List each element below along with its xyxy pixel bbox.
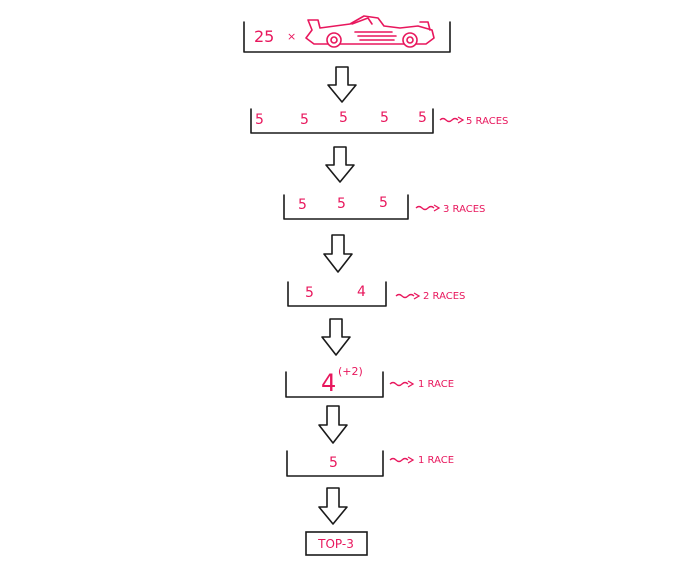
squiggle-arrow-icon	[439, 117, 459, 123]
arrowhead-icon	[457, 116, 465, 124]
result-label: TOP-3	[317, 537, 354, 551]
group-value: 5	[298, 197, 307, 213]
stage-5: 5 1 RACE	[286, 450, 454, 477]
down-arrow-icon	[321, 318, 351, 356]
down-arrow-icon	[323, 234, 353, 273]
stage-start: 25 ×	[243, 15, 451, 53]
group-value: 5	[418, 110, 427, 126]
group-value: 5	[305, 285, 314, 301]
race-count-note: 3 RACES	[443, 204, 485, 215]
multiply-sign: ×	[287, 30, 296, 43]
stage-bracket	[250, 108, 434, 134]
squiggle-arrow-icon	[389, 381, 409, 387]
stage-4: 4 (+2) 1 RACE	[285, 365, 454, 398]
stage-bracket	[283, 194, 409, 220]
group-value: 5	[329, 455, 338, 471]
race-count-note: 1 RACE	[418, 455, 454, 466]
stage-bracket	[287, 281, 387, 307]
stage-2: 5 5 5 3 RACES	[283, 194, 485, 220]
down-arrow-icon	[327, 66, 357, 103]
arrowhead-icon	[433, 204, 441, 212]
result-box: TOP-3	[305, 531, 368, 556]
stage-1: 5 5 5 5 5 5 RACES	[250, 108, 508, 134]
result-frame	[305, 531, 368, 556]
down-arrow-icon	[318, 405, 348, 444]
race-count-note: 5 RACES	[466, 116, 508, 127]
squiggle-arrow-icon	[395, 293, 415, 299]
stage-3: 5 4 2 RACES	[287, 281, 465, 307]
race-car-icon	[305, 15, 435, 48]
stage-bracket	[243, 21, 451, 53]
group-value: 5	[380, 110, 389, 126]
group-value: 5	[339, 110, 348, 126]
arrowhead-icon	[407, 456, 415, 464]
race-count-note: 2 RACES	[423, 291, 465, 302]
extra-cars-label: (+2)	[338, 365, 363, 378]
group-value: 5	[300, 112, 309, 128]
stage-bracket	[285, 371, 384, 398]
group-value: 5	[337, 196, 346, 212]
car-count: 25	[254, 27, 274, 46]
arrowhead-icon	[413, 292, 421, 300]
stage-bracket	[286, 450, 384, 477]
group-value: 5	[255, 112, 264, 128]
group-value: 4	[357, 284, 366, 300]
squiggle-arrow-icon	[389, 457, 409, 463]
arrowhead-icon	[407, 380, 415, 388]
down-arrow-icon	[325, 146, 355, 183]
group-value: 5	[379, 195, 388, 211]
down-arrow-icon	[318, 487, 348, 525]
squiggle-arrow-icon	[415, 205, 435, 211]
race-count-note: 1 RACE	[418, 379, 454, 390]
group-value: 4	[321, 369, 336, 397]
